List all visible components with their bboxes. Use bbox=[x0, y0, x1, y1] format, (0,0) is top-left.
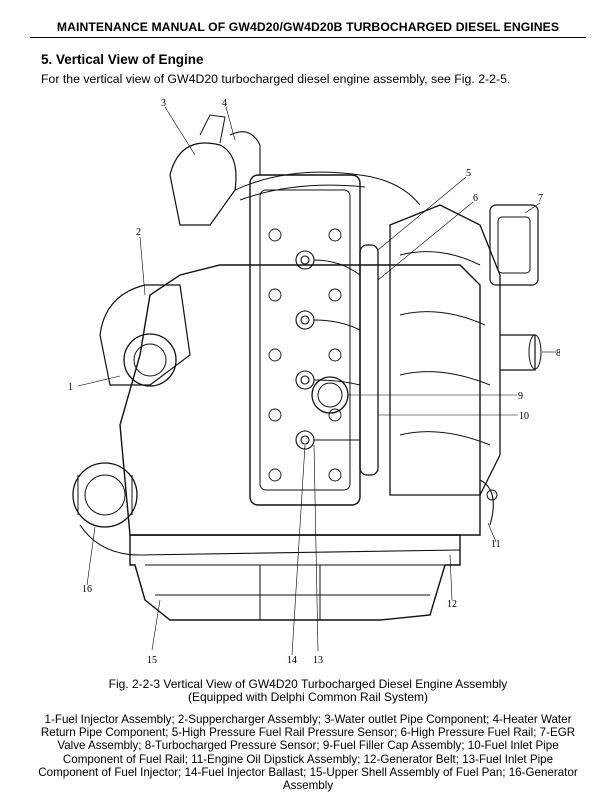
callout-11: 11 bbox=[491, 539, 501, 550]
callout-9: 9 bbox=[518, 391, 523, 402]
caption-line-2: (Equipped with Delphi Common Rail System… bbox=[187, 690, 429, 704]
callout-15: 15 bbox=[147, 655, 157, 666]
figure-caption: Fig. 2-2-3 Vertical View of GW4D20 Turbo… bbox=[60, 678, 556, 704]
section-title: 5. Vertical View of Engine bbox=[41, 52, 204, 67]
header-rule bbox=[30, 37, 586, 38]
callout-4: 4 bbox=[222, 98, 227, 109]
callout-5: 5 bbox=[466, 168, 471, 179]
engine-drawing: 1 2 3 4 5 6 7 8 9 10 11 12 13 14 15 16 bbox=[60, 95, 560, 667]
figure-legend: 1-Fuel Injector Assembly; 2-Suppercharge… bbox=[38, 713, 578, 793]
callout-8: 8 bbox=[556, 348, 560, 359]
callout-2: 2 bbox=[136, 227, 141, 238]
caption-line-1: Fig. 2-2-3 Vertical View of GW4D20 Turbo… bbox=[108, 677, 508, 691]
callout-16: 16 bbox=[82, 584, 92, 595]
callout-13: 13 bbox=[313, 655, 323, 666]
callout-3: 3 bbox=[161, 98, 166, 109]
callout-12: 12 bbox=[447, 599, 457, 610]
manual-header: MAINTENANCE MANUAL OF GW4D20/GW4D20B TUR… bbox=[56, 20, 560, 34]
callout-10: 10 bbox=[519, 411, 529, 422]
callout-1: 1 bbox=[68, 382, 73, 393]
callout-6: 6 bbox=[473, 193, 478, 204]
callout-7: 7 bbox=[538, 193, 543, 204]
callout-14: 14 bbox=[287, 655, 297, 666]
section-intro: For the vertical view of GW4D20 turbocha… bbox=[41, 72, 511, 86]
